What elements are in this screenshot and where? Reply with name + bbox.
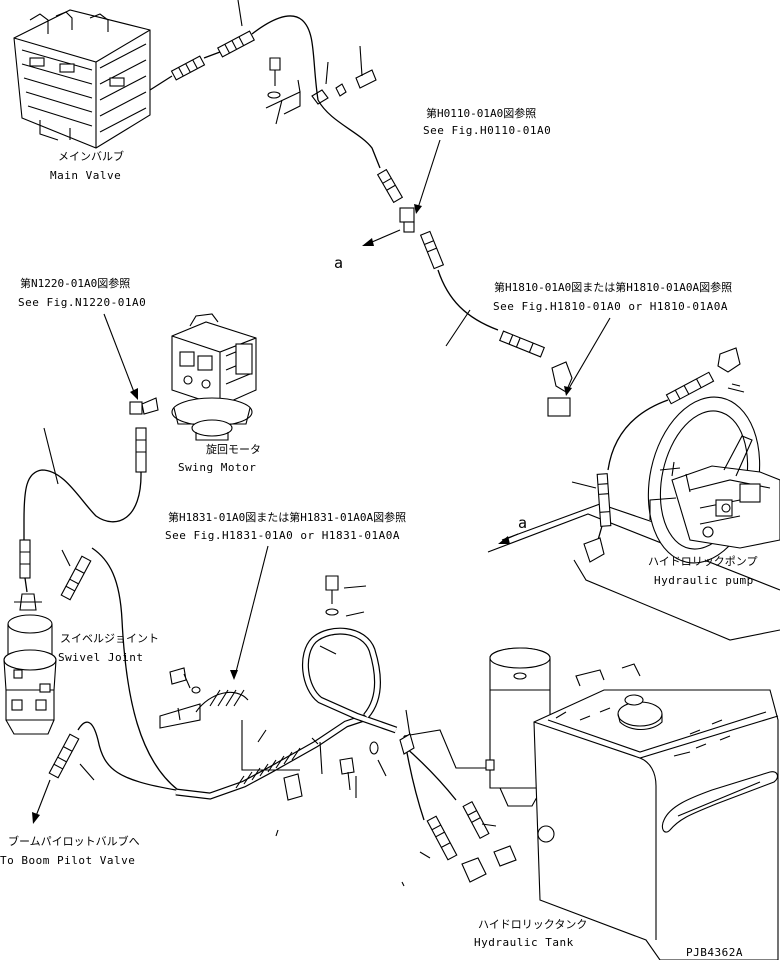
ref-h1831-label-jp: 第H1831-01A0図または第H1831-01A0A図参照 [168,510,406,524]
tank-label-jp: ハイドロリックタンク [478,918,587,931]
elbow-fitting-mid [547,361,573,417]
pipe-bundle [159,627,398,837]
swivel-label-en: Swivel Joint [58,651,143,664]
ref-h1810-label-jp: 第H1810-01A0図または第H1810-01A0A図参照 [494,280,732,294]
tank-label-en: Hydraulic Tank [474,936,574,949]
main-valve-label-jp: メインバルブ [58,149,124,163]
boom-pilot-hose [77,721,177,791]
arrow-a-left: a [334,254,344,272]
tee-fitting [362,168,445,270]
hydraulic-pump-drawing [647,396,780,564]
ref-n1220-label-en: See Fig.N1220-01A0 [18,296,146,309]
upper-pilot-hose [251,15,319,101]
ref-h1831-label-en: See Fig.H1831-01A0 or H1831-01A0A [165,529,400,542]
arrow-a-right: a [518,514,528,532]
swing-motor-drawing [171,313,257,441]
drawing-number: PJB4362A [686,946,743,959]
pump-pilot-hose [607,399,669,471]
tee-down-hose [437,269,499,331]
ref-h0110-label-jp: 第H0110-01A0図参照 [426,106,536,120]
main-valve-label-en: Main Valve [50,169,121,182]
swivel-label-jp: スイベルジョイント [60,632,159,645]
elbow-fitting-swing [129,397,159,473]
pump-label-jp: ハイドロリックポンプ [648,555,757,568]
ref-h1810-label-en: See Fig.H1810-01A0 or H1810-01A0A [493,300,728,313]
swivel-joint-drawing [3,614,57,735]
swivel-fittings [14,539,179,791]
swing-motor-hose [23,469,142,540]
pump-label-en: Hydraulic pump [654,574,754,587]
bolt-washer-set-top [265,45,381,169]
swing-motor-label-jp: 旋回モータ [206,442,261,456]
hydraulic-tank-drawing [485,647,779,960]
boom-pilot-label-en: To Boom Pilot Valve [0,854,135,867]
ref-h0110-label-en: See Fig.H0110-01A0 [423,124,551,137]
swing-motor-label-en: Swing Motor [178,461,256,474]
boom-pilot-label-jp: ブームパイロットバルブへ [8,834,140,848]
ref-n1220-label-jp: 第N1220-01A0図参照 [20,276,130,290]
main-valve-drawing [13,9,255,149]
bolt-washer-set-center [169,575,387,798]
